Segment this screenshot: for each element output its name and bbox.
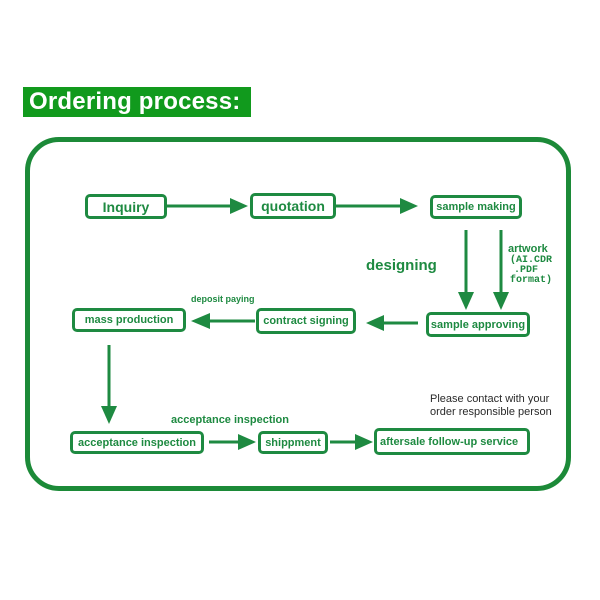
step-acceptance-inspection-label: acceptance inspection	[78, 436, 196, 449]
arrow-mass-to-inspection-head	[101, 406, 117, 424]
step-aftersale: aftersale follow-up service	[374, 428, 530, 455]
step-sample-making-label: sample making	[436, 201, 516, 213]
arrow-quotation-to-sample-making-head	[400, 198, 418, 214]
step-inquiry-label: Inquiry	[102, 198, 150, 215]
arrow-artwork-head	[493, 292, 509, 310]
step-shippment: shippment	[258, 431, 328, 454]
arrow-inspection-to-shippment-head	[238, 434, 256, 450]
page-title: Ordering process:	[29, 88, 241, 115]
step-mass-production-label: mass production	[84, 314, 174, 326]
step-quotation: quotation	[250, 193, 336, 219]
arrow-designing-head	[458, 292, 474, 310]
arrow-shippment-to-aftersale-head	[355, 434, 373, 450]
label-deposit-paying: deposit paying	[191, 294, 255, 304]
step-contract-signing: contract signing	[256, 308, 356, 334]
label-artwork-formats-3: format)	[510, 275, 553, 286]
step-quotation-label: quotation	[261, 198, 325, 214]
label-acceptance-inspection: acceptance inspection	[171, 414, 289, 426]
label-artwork: artwork	[508, 243, 548, 255]
contact-note-line1: Please contact with your	[430, 393, 550, 405]
arrow-approving-to-contract-head	[366, 315, 384, 331]
step-aftersale-label: aftersale follow-up service	[380, 435, 519, 448]
step-contract-signing-label: contract signing	[263, 315, 349, 327]
label-artwork-formats-1: (AI.CDR	[510, 255, 553, 266]
arrow-inquiry-to-quotation-head	[230, 198, 248, 214]
label-designing: designing	[366, 257, 437, 274]
step-inquiry: Inquiry	[85, 194, 167, 219]
step-shippment-label: shippment	[265, 436, 321, 449]
step-sample-approving-label: sample approving	[430, 318, 526, 331]
arrow-contract-to-mass-head	[191, 313, 210, 329]
label-artwork-formats-2: .PDF	[514, 265, 539, 276]
process-frame	[25, 137, 571, 491]
step-sample-approving: sample approving	[426, 312, 530, 337]
step-acceptance-inspection: acceptance inspection	[70, 431, 204, 454]
contact-note-line2: order responsible person	[430, 406, 552, 418]
step-sample-making: sample making	[430, 195, 522, 219]
step-mass-production: mass production	[72, 308, 186, 332]
title-banner: Ordering process:	[23, 87, 251, 117]
